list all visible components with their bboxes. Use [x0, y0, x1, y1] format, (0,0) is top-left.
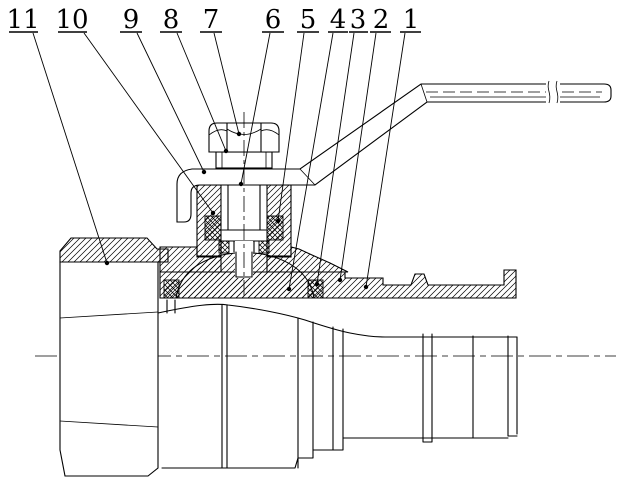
body-exterior-lower	[157, 299, 518, 469]
handle-bend-crease	[299, 83, 428, 186]
callout-number: 4	[330, 5, 347, 35]
seat-ring-right	[307, 279, 324, 299]
leader-dot	[363, 284, 369, 290]
leader-line	[339, 32, 377, 281]
stem-slot	[235, 251, 253, 278]
leader-dot	[201, 169, 207, 175]
leader-dot	[104, 260, 110, 266]
callout-number: 3	[350, 5, 367, 35]
leader-dot	[236, 131, 242, 137]
hex-nut-facets	[226, 122, 262, 153]
callout-number: 8	[163, 5, 180, 35]
leader-dot	[238, 181, 244, 187]
leader-line	[288, 32, 334, 290]
callout-10: 10	[55, 5, 216, 216]
callout-11: 11	[6, 5, 110, 266]
callout-number: 5	[300, 5, 317, 35]
stem-seal-right	[258, 240, 270, 254]
stem-packing-left	[204, 215, 222, 241]
outlet-barb-ridge-exterior	[422, 333, 433, 443]
leader-line	[83, 32, 214, 214]
leader-dot	[210, 210, 216, 216]
callout-5: 5	[275, 5, 319, 224]
end-cap-section	[59, 237, 169, 263]
leader-dot	[286, 286, 292, 292]
leader-line	[240, 32, 271, 185]
hex-nut	[208, 122, 280, 153]
callout-number: 1	[403, 5, 420, 35]
callout-2: 2	[337, 5, 391, 283]
callout-9: 9	[120, 5, 207, 175]
callout-8: 8	[160, 5, 229, 154]
stem-seal-left	[218, 240, 230, 254]
leader-line	[213, 32, 240, 135]
callout-7: 7	[200, 5, 242, 137]
callout-3: 3	[314, 5, 368, 287]
leader-dot	[275, 218, 281, 224]
leader-line	[32, 32, 108, 264]
leader-line	[136, 32, 205, 173]
callout-6: 6	[238, 5, 284, 187]
callout-number: 2	[373, 5, 390, 35]
leader-dot	[314, 281, 320, 287]
leader-dot	[223, 148, 229, 154]
handle-lever-break	[546, 79, 560, 105]
leader-line	[316, 32, 355, 285]
callout-number: 9	[123, 5, 140, 35]
callout-number: 6	[265, 5, 282, 35]
callout-1: 1	[363, 5, 421, 290]
leader-dot	[337, 277, 343, 283]
handle	[176, 83, 612, 223]
outlet-end-flange-exterior	[507, 335, 518, 437]
end-cap-hex-flat-lines	[59, 311, 159, 428]
callout-number: 11	[6, 5, 39, 35]
leader-line	[176, 32, 227, 152]
callout-number: 7	[203, 5, 220, 35]
callout-4: 4	[286, 5, 348, 292]
stem-packing-right	[266, 215, 284, 241]
seat-ring-left	[163, 279, 180, 299]
callout-number: 10	[55, 5, 88, 35]
end-cap-hex-exterior	[59, 261, 159, 477]
leader-line	[277, 32, 305, 222]
leader-line	[365, 32, 406, 288]
